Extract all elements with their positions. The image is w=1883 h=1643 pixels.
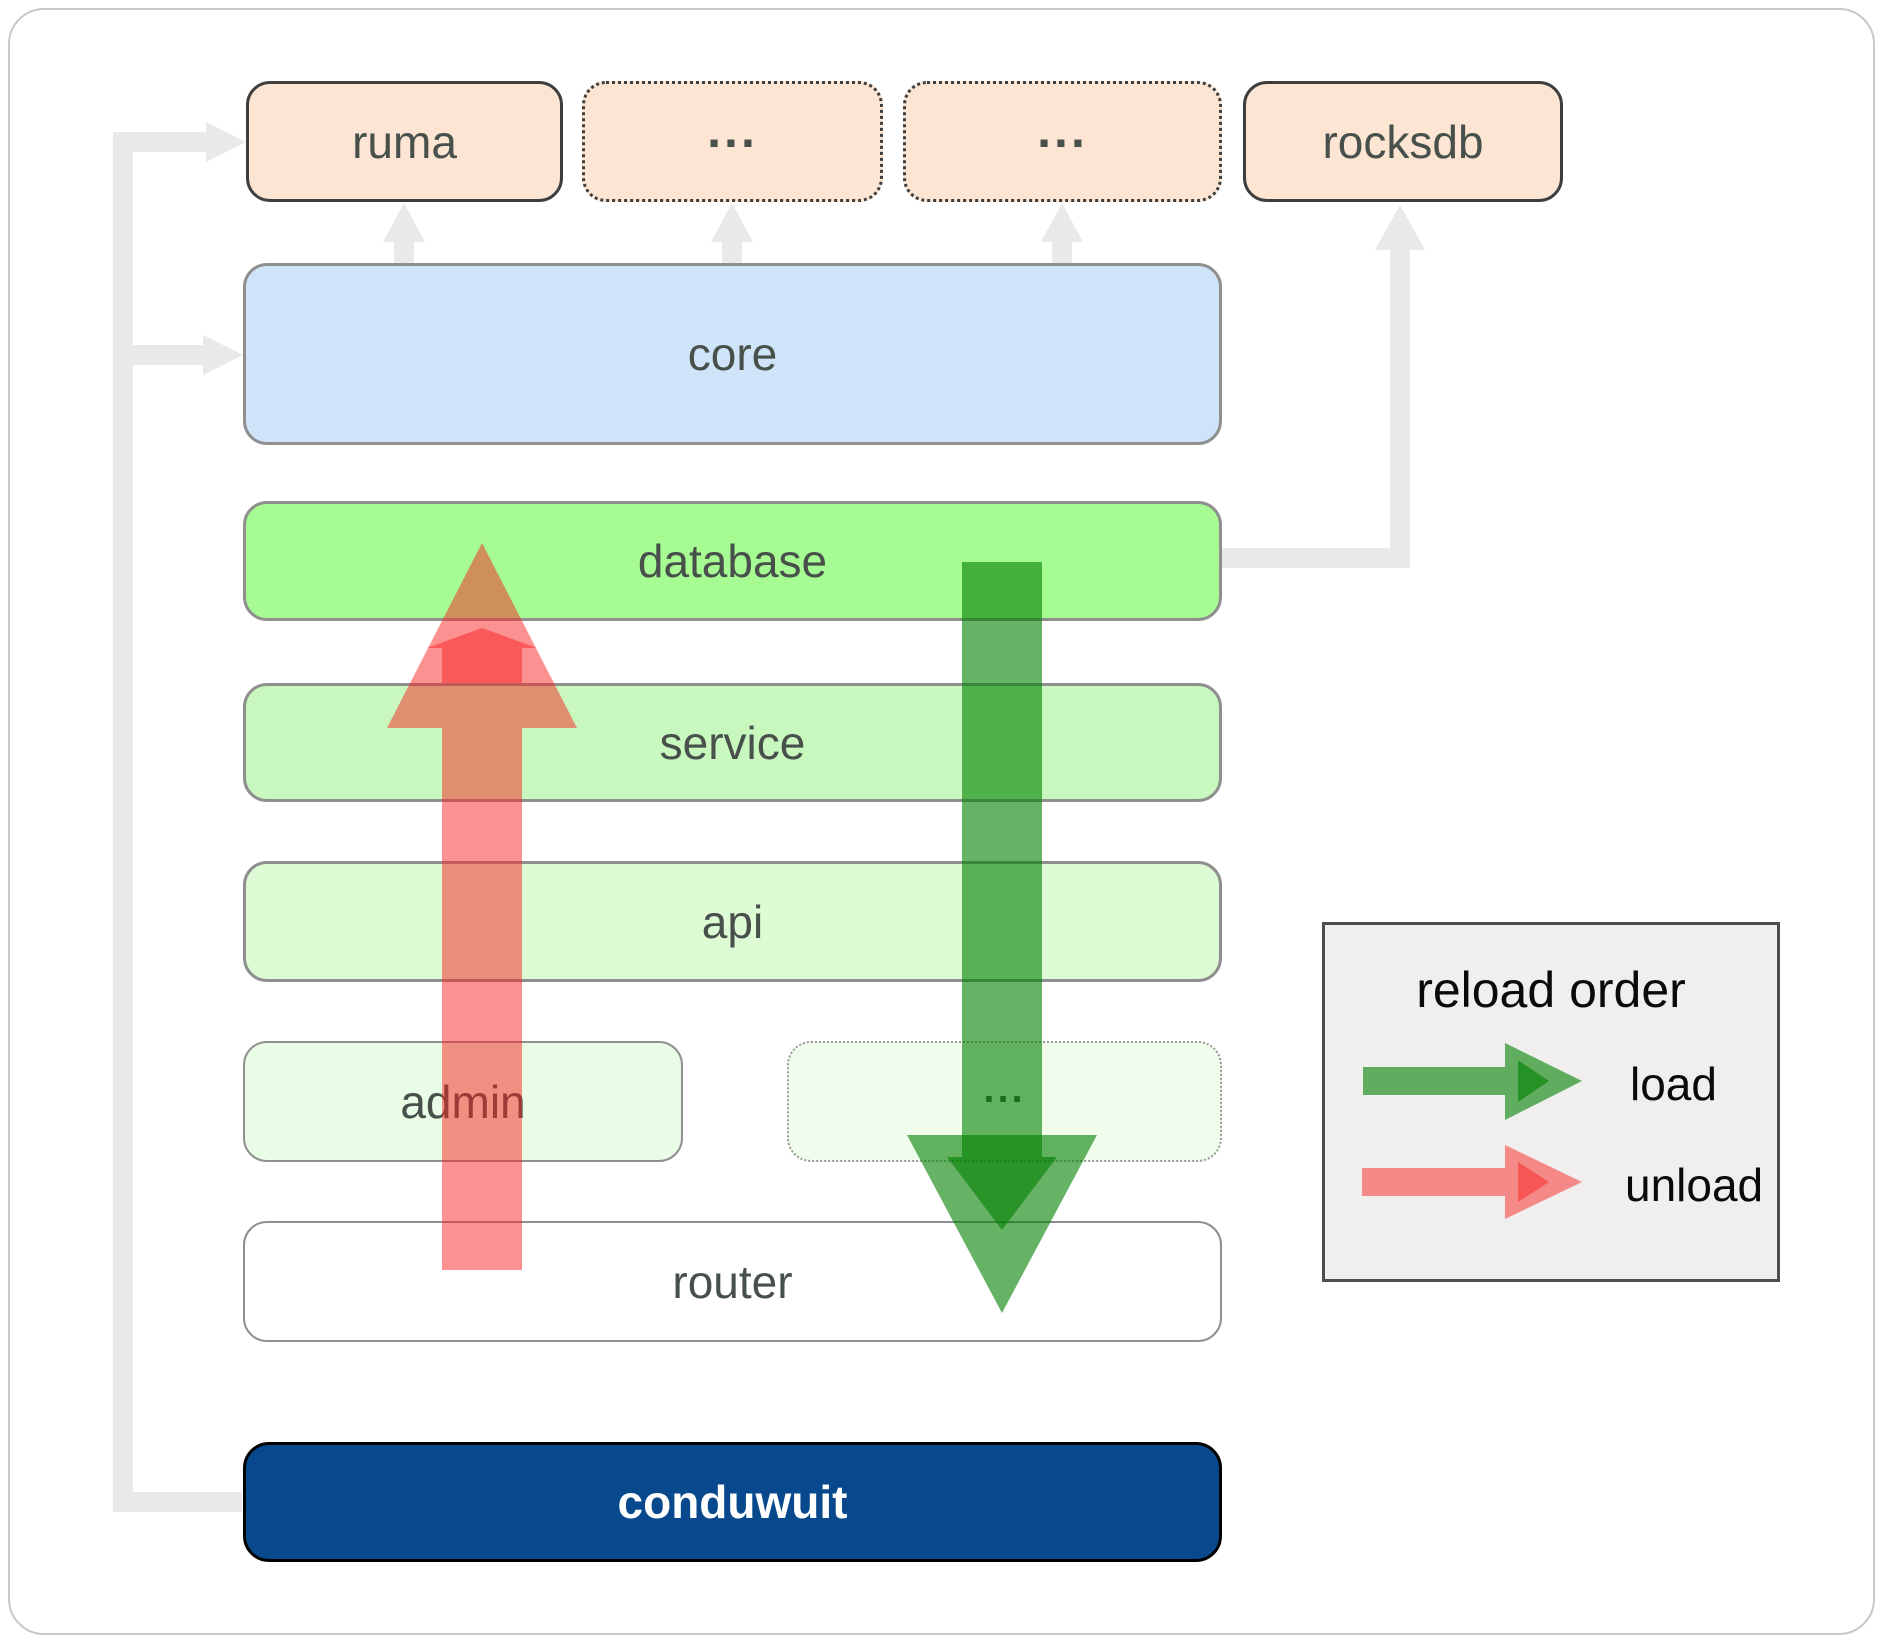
box-dependency-more-2: ... [903,81,1222,202]
box-dependency-more-2-label: ... [1037,101,1088,158]
box-dependency-more-1-label: ... [707,101,758,158]
box-core-label: core [687,328,778,380]
legend-load-label: load [1630,1058,1717,1110]
box-rocksdb: rocksdb [1243,81,1563,202]
box-admin-more: ... [787,1041,1222,1162]
box-database-label: database [637,535,828,587]
box-api-label: api [701,895,764,948]
box-core: core [243,263,1222,445]
box-api: api [243,861,1222,982]
legend-title: reload order [1416,962,1686,1018]
box-ruma: ruma [246,81,563,202]
box-admin-more-label: ... [983,1067,1026,1111]
box-conduwuit: conduwuit [243,1442,1222,1562]
box-router: router [243,1221,1222,1342]
box-service-label: service [659,716,806,769]
box-conduwuit-label: conduwuit [617,1476,848,1528]
legend-reload-order: reload order load unload [1322,922,1780,1282]
box-service: service [243,683,1222,802]
legend-unload-label: unload [1625,1159,1764,1211]
box-admin-label: admin [400,1075,526,1128]
box-database: database [243,501,1222,621]
box-rocksdb-label: rocksdb [1322,115,1484,168]
diagram-outer-frame [8,8,1875,1635]
box-dependency-more-1: ... [582,81,883,202]
box-router-label: router [672,1255,793,1308]
box-admin: admin [243,1041,683,1162]
box-ruma-label: ruma [352,115,457,168]
